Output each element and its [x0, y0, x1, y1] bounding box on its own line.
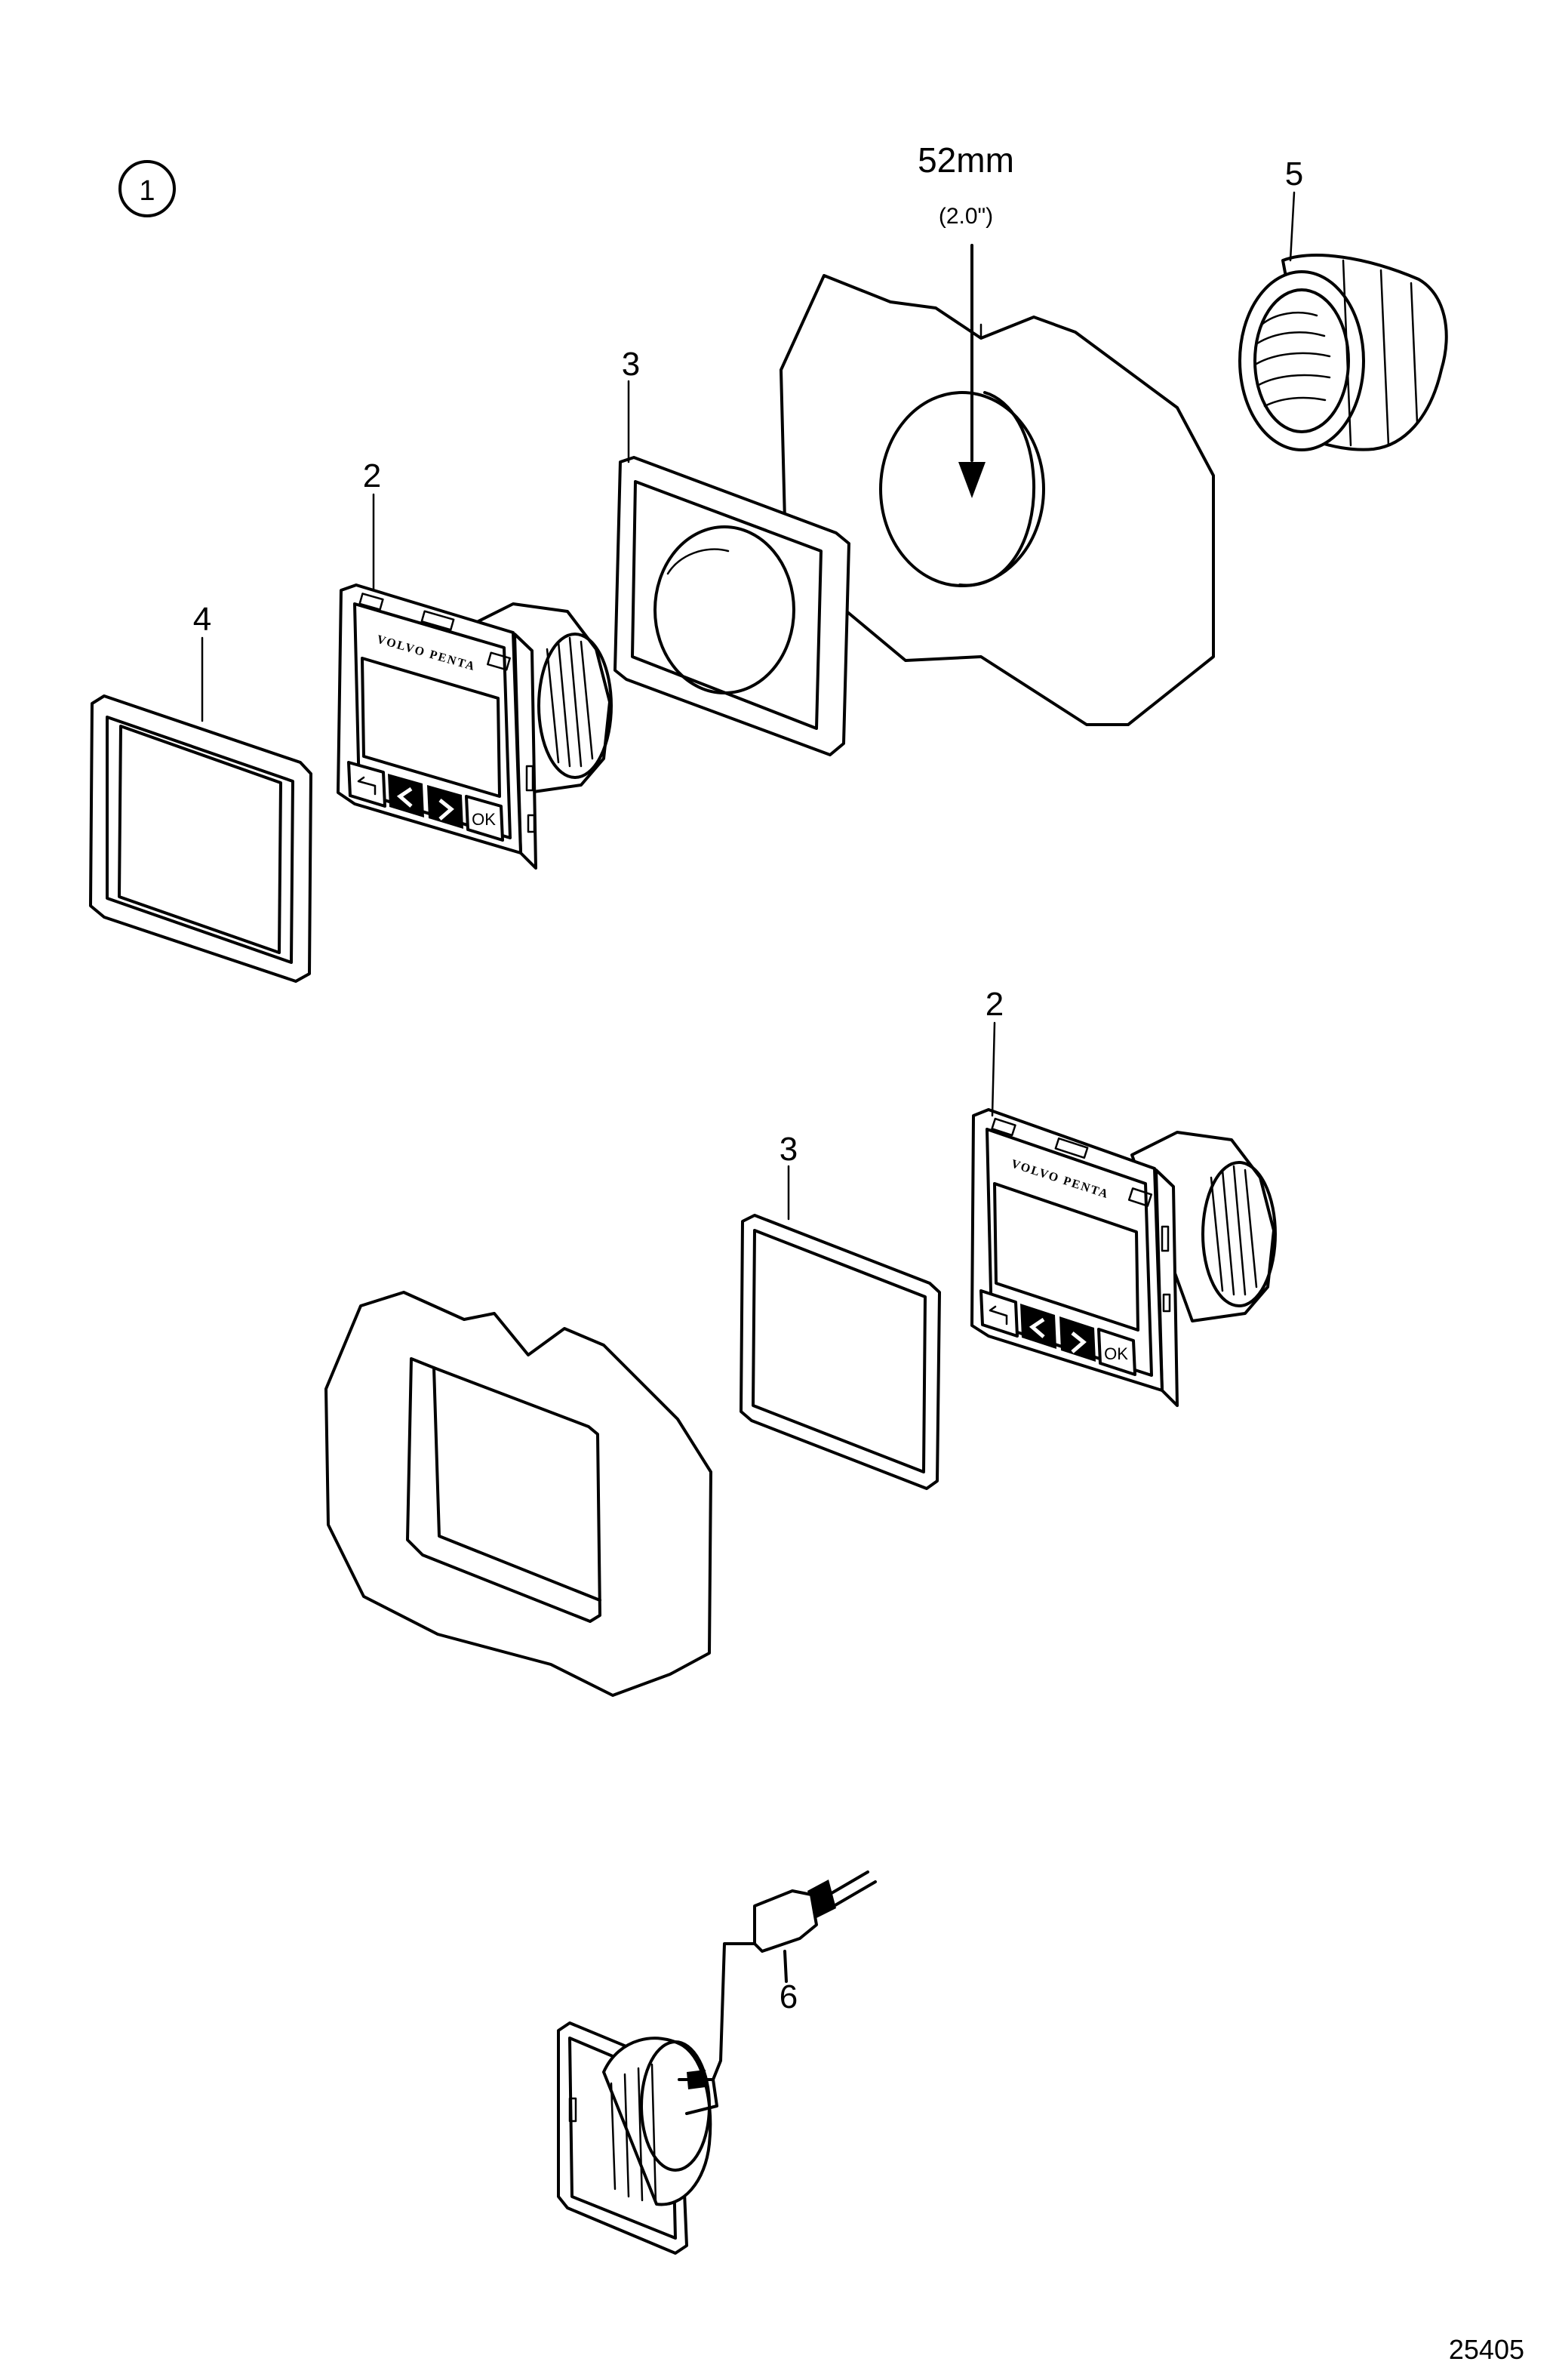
down-arrow-icon	[958, 244, 986, 498]
gasket-top	[613, 456, 850, 756]
dashboard-panel-rect-cutout	[324, 1291, 712, 1697]
ok-button-label-bottom: OK	[1104, 1344, 1128, 1363]
display-buttons: OK	[347, 761, 504, 842]
locking-nut	[1238, 254, 1448, 451]
ok-button-label: OK	[472, 810, 496, 829]
step-indicator: 1	[118, 160, 176, 217]
chevron-right-icon	[438, 799, 454, 821]
gasket-bottom	[740, 1214, 941, 1490]
display-unit-bottom: VOLVO PENTA OK	[970, 1108, 1277, 1407]
dimension-metric: 52mm	[918, 140, 1014, 180]
callout-part-3-bottom: 3	[780, 1131, 798, 1168]
display-unit-top: VOLVO PENTA OK	[337, 583, 613, 870]
dimension-imperial: (2.0")	[939, 204, 993, 229]
callout-part-2-bottom: 2	[986, 986, 1004, 1023]
callout-part-6: 6	[780, 1978, 798, 2015]
cable-connector	[712, 1870, 877, 2081]
display-buttons-bottom: OK	[979, 1289, 1136, 1376]
callout-part-4: 4	[193, 601, 211, 638]
step-number: 1	[139, 175, 155, 207]
callout-part-2-top: 2	[363, 457, 381, 494]
callout-part-5: 5	[1285, 155, 1303, 192]
back-arrow-icon	[357, 776, 377, 796]
reference-number: 25405	[1449, 2334, 1524, 2365]
chevron-left-icon	[396, 787, 413, 808]
dashboard-panel-round-hole	[780, 274, 1215, 726]
callout-part-3-top: 3	[622, 346, 640, 383]
front-frame	[89, 694, 312, 983]
installed-unit-rear	[557, 2021, 718, 2255]
